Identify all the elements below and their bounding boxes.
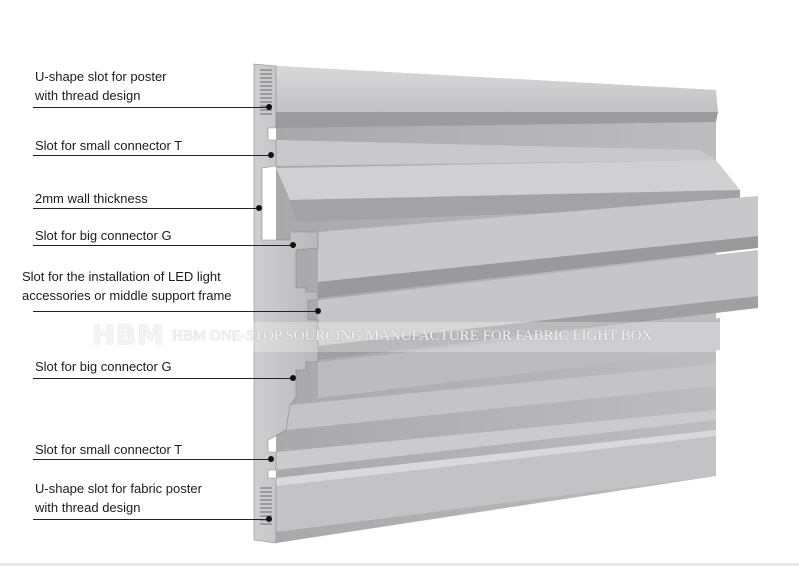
callout-top-u-slot: U-shape slot for poster with thread desi…	[35, 67, 167, 105]
pointer-dot	[315, 308, 321, 314]
pointer-dot	[290, 375, 296, 381]
callout-line2: accessories or middle support frame	[22, 288, 232, 303]
pointer-dot	[266, 104, 272, 110]
watermark-logo: HBM	[92, 320, 166, 351]
callout-line1: U-shape slot for fabric poster	[35, 481, 202, 496]
callout-line1: 2mm wall thickness	[35, 191, 148, 206]
pointer-dot	[256, 205, 262, 211]
led-slot-block	[318, 250, 758, 346]
leader-line	[33, 155, 271, 156]
callout-line2: with thread design	[35, 88, 141, 103]
callout-line1: Slot for small connector T	[35, 442, 183, 457]
upper-flange	[276, 160, 740, 200]
callout-line1: Slot for the installation of LED light	[22, 269, 221, 284]
callout-line1: U-shape slot for poster	[35, 69, 167, 84]
bottom-t-slot	[276, 410, 716, 470]
lower-flange	[286, 364, 716, 430]
end-cross-section	[253, 63, 319, 544]
pointer-dot	[268, 456, 274, 462]
watermark-band: HBM HBM ONE-STOP SOURCING MANUFACTURE FO…	[92, 320, 732, 352]
leader-line	[33, 459, 271, 460]
callout-bottom-t-slot: Slot for small connector T	[35, 440, 182, 459]
callout-bottom-u-slot: U-shape slot for fabric poster with thre…	[35, 479, 202, 517]
bottom-u-slot	[276, 430, 716, 532]
pointer-dot	[266, 516, 272, 522]
pointer-dot	[268, 152, 274, 158]
callout-top-t-slot: Slot for small connector T	[35, 136, 182, 155]
bottom-rule	[0, 563, 799, 566]
leader-line	[33, 378, 293, 379]
callout-led-slot: Slot for the installation of LED light a…	[22, 267, 232, 305]
callout-upper-g-slot: Slot for big connector G	[35, 226, 172, 245]
top-t-slot	[276, 140, 716, 166]
callout-lower-g-slot: Slot for big connector G	[35, 357, 172, 376]
callout-line1: Slot for big connector G	[35, 228, 172, 243]
leader-line	[33, 208, 259, 209]
callout-line2: with thread design	[35, 500, 141, 515]
lower-g-block	[318, 318, 720, 398]
leader-line	[33, 245, 293, 246]
top-u-slot	[276, 66, 718, 112]
pointer-dot	[290, 242, 296, 248]
callout-line1: Slot for small connector T	[35, 138, 183, 153]
leader-line	[33, 107, 269, 108]
watermark-text: HBM ONE-STOP SOURCING MANUFACTURE FOR FA…	[172, 328, 653, 344]
callout-wall-thickness: 2mm wall thickness	[35, 189, 148, 208]
leader-line	[33, 519, 269, 520]
leader-line	[33, 311, 318, 312]
callout-line1: Slot for big connector G	[35, 359, 172, 374]
upper-g-block	[318, 196, 758, 282]
